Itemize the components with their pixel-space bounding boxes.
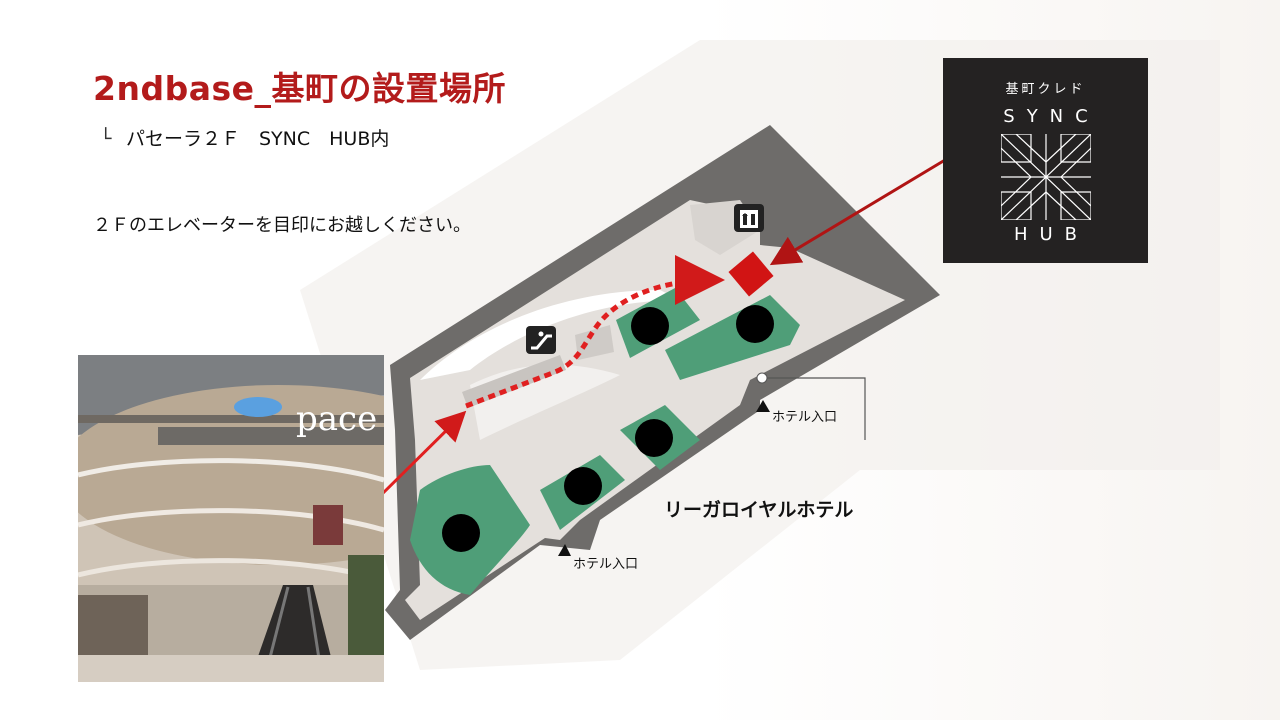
location-dot-5 [442, 514, 480, 552]
sync-hub-marker [728, 251, 774, 297]
subline-text: パセーラ２Ｆ SYNC HUB内 [126, 128, 390, 150]
logo-top-text: 基町クレド [1005, 82, 1086, 97]
location-subline: └ パセーラ２Ｆ SYNC HUB内 [100, 124, 389, 151]
sync-hub-logo: 基町クレド SYNC HUB [943, 58, 1148, 263]
hotel-entrance-callout [762, 377, 866, 440]
location-dot-1 [631, 307, 669, 345]
subline-mark: └ [100, 128, 112, 150]
callout-dot [756, 372, 768, 384]
hotel-entrance-label-2: ホテル入口 [573, 557, 638, 572]
hotel-name-label: リーガロイヤルホテル [664, 499, 853, 521]
guidance-text: ２Ｆのエレベーターを目印にお越しください。 [93, 215, 471, 236]
atrium-void [420, 290, 680, 380]
escalator-icon [526, 326, 556, 354]
hotel-entrance-label-1: ホテル入口 [772, 410, 837, 425]
location-dot-2 [736, 305, 774, 343]
logo-pattern [1001, 134, 1091, 220]
page-title: 2ndbase_基町の設置場所 [93, 69, 506, 108]
logo-pointer-arrow [769, 158, 946, 266]
escalator-band-2 [575, 325, 614, 360]
logo-hub-text: HUB [1013, 224, 1090, 245]
entrance-triangle-1 [756, 400, 770, 412]
elevator-icon [734, 204, 764, 232]
route-path [465, 255, 725, 409]
location-dot-4 [564, 467, 602, 505]
pacera-sign: pace [296, 399, 377, 439]
location-dot-3 [635, 419, 673, 457]
entrance-triangle-2 [558, 544, 571, 556]
logo-sync-text: SYNC [1003, 106, 1100, 127]
atrium-photo: pace [78, 355, 384, 682]
escalator-band [462, 355, 566, 408]
